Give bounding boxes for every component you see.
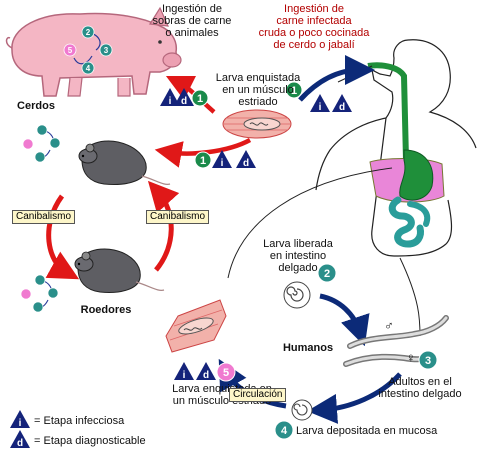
stage-1-badge-human: 1	[285, 81, 303, 99]
pig-illustration	[5, 6, 182, 97]
legend-diagnostic-icon: d	[10, 430, 30, 449]
label-humans: Humanos	[282, 342, 334, 354]
adult-pointer-line	[399, 257, 421, 337]
svg-text:1: 1	[200, 155, 206, 167]
muscle-infective-badge: i	[174, 362, 194, 381]
label-circulation: Circulación	[229, 388, 287, 402]
svg-text:i: i	[319, 102, 322, 113]
svg-text:2: 2	[86, 28, 91, 37]
rodent-bottom-mini-stage-2	[34, 274, 46, 286]
human-digestive-tract	[367, 62, 445, 248]
arrow-adults-to-mucosa	[307, 372, 402, 424]
rodent-bottom-mini-stage-4	[32, 301, 44, 313]
legend-diagnostic-text: = Etapa diagnosticable	[34, 435, 146, 447]
arrow-ingestion-human	[298, 55, 375, 102]
stage-3-badge: 3	[418, 350, 438, 370]
larva-mucosa-coil	[291, 399, 313, 421]
muscle-tissue-top	[222, 109, 292, 139]
stage-1-badge-pig: 1	[191, 89, 209, 107]
svg-text:d: d	[203, 370, 209, 381]
female-symbol: ♀	[406, 350, 416, 365]
svg-text:2: 2	[324, 268, 330, 280]
pig-mini-stage-4: 4	[81, 61, 95, 75]
label-larva-mucosa: Larva depositada en mucosa	[296, 425, 438, 437]
stage-4-badge: 4	[274, 420, 294, 440]
svg-text:1: 1	[291, 85, 297, 97]
label-rodents: Roedores	[80, 304, 132, 316]
stage-2-badge: 2	[317, 263, 337, 283]
label-larva-encysted-top: Larva enquistada en un músculo estriado	[215, 72, 301, 108]
larva-released-coil	[283, 281, 311, 309]
pig-mini-stage-3: 3	[99, 43, 113, 57]
muscle-tissue-bottom	[165, 299, 227, 353]
pig-mini-stage-5: 5	[63, 43, 77, 57]
stage-5-badge: 5	[216, 362, 236, 382]
intestine-pointer-line	[227, 167, 393, 279]
rodent-top-mini-stage-2	[36, 124, 48, 136]
label-pig-ingestion: Ingestión de sobras de carne o animales	[152, 3, 232, 39]
svg-text:3: 3	[104, 46, 109, 55]
label-adults: Adultos en el intestino delgado	[378, 376, 462, 400]
svg-text:i: i	[221, 158, 224, 169]
muscle-diagnostic-badge: d	[196, 362, 216, 381]
arrow-muscle-to-rodents	[154, 138, 252, 168]
male-symbol: ♂	[384, 318, 394, 333]
label-cannibalism-left: Canibalismo	[12, 210, 76, 224]
arrow-release-to-adults	[319, 293, 370, 347]
svg-text:i: i	[183, 370, 186, 381]
rodent-cannibalism-cycle	[45, 180, 180, 280]
svg-text:d: d	[17, 438, 23, 449]
stage-1-badge-rodent: 1	[194, 151, 212, 169]
rodent-top-mini-stage-5	[22, 138, 34, 150]
svg-text:i: i	[19, 418, 22, 429]
svg-text:5: 5	[223, 367, 229, 379]
label-cannibalism-right: Canibalismo	[146, 210, 210, 224]
rodent-illustration-top	[78, 140, 171, 185]
svg-text:d: d	[181, 96, 187, 107]
legend-infective-icon: i	[10, 410, 30, 429]
rodent-bottom-mini-stage-5	[20, 288, 32, 300]
rodent-diagnostic-badge: d	[236, 150, 256, 169]
rodent-top-mini-stage-3	[49, 137, 61, 149]
svg-text:i: i	[169, 96, 172, 107]
human-body-outline	[315, 39, 477, 257]
svg-text:d: d	[243, 158, 249, 169]
pig-mini-stage-2: 2	[81, 25, 95, 39]
svg-text:1: 1	[197, 93, 203, 105]
rodent-illustration-bottom	[74, 248, 165, 293]
svg-text:d: d	[339, 102, 345, 113]
legend-infective-text: = Etapa infecciosa	[34, 415, 125, 427]
label-human-ingestion: Ingestión de carne infectada cruda o poc…	[258, 3, 370, 51]
svg-text:3: 3	[425, 355, 431, 367]
pig-infective-badge: i	[160, 88, 180, 107]
pig-diagnostic-badge: d	[174, 88, 194, 107]
label-larva-released: Larva liberada en intestino delgado	[263, 238, 333, 274]
label-pigs: Cerdos	[17, 100, 55, 112]
human-infective-badge: i	[310, 94, 330, 113]
svg-text:4: 4	[281, 425, 288, 437]
rodent-top-mini-stage-4	[34, 151, 46, 163]
rodent-bottom-mini-stage-3	[47, 287, 59, 299]
human-diagnostic-badge: d	[332, 94, 352, 113]
svg-text:5: 5	[68, 46, 73, 55]
rodent-infective-badge: i	[212, 150, 232, 169]
svg-text:4: 4	[86, 64, 91, 73]
